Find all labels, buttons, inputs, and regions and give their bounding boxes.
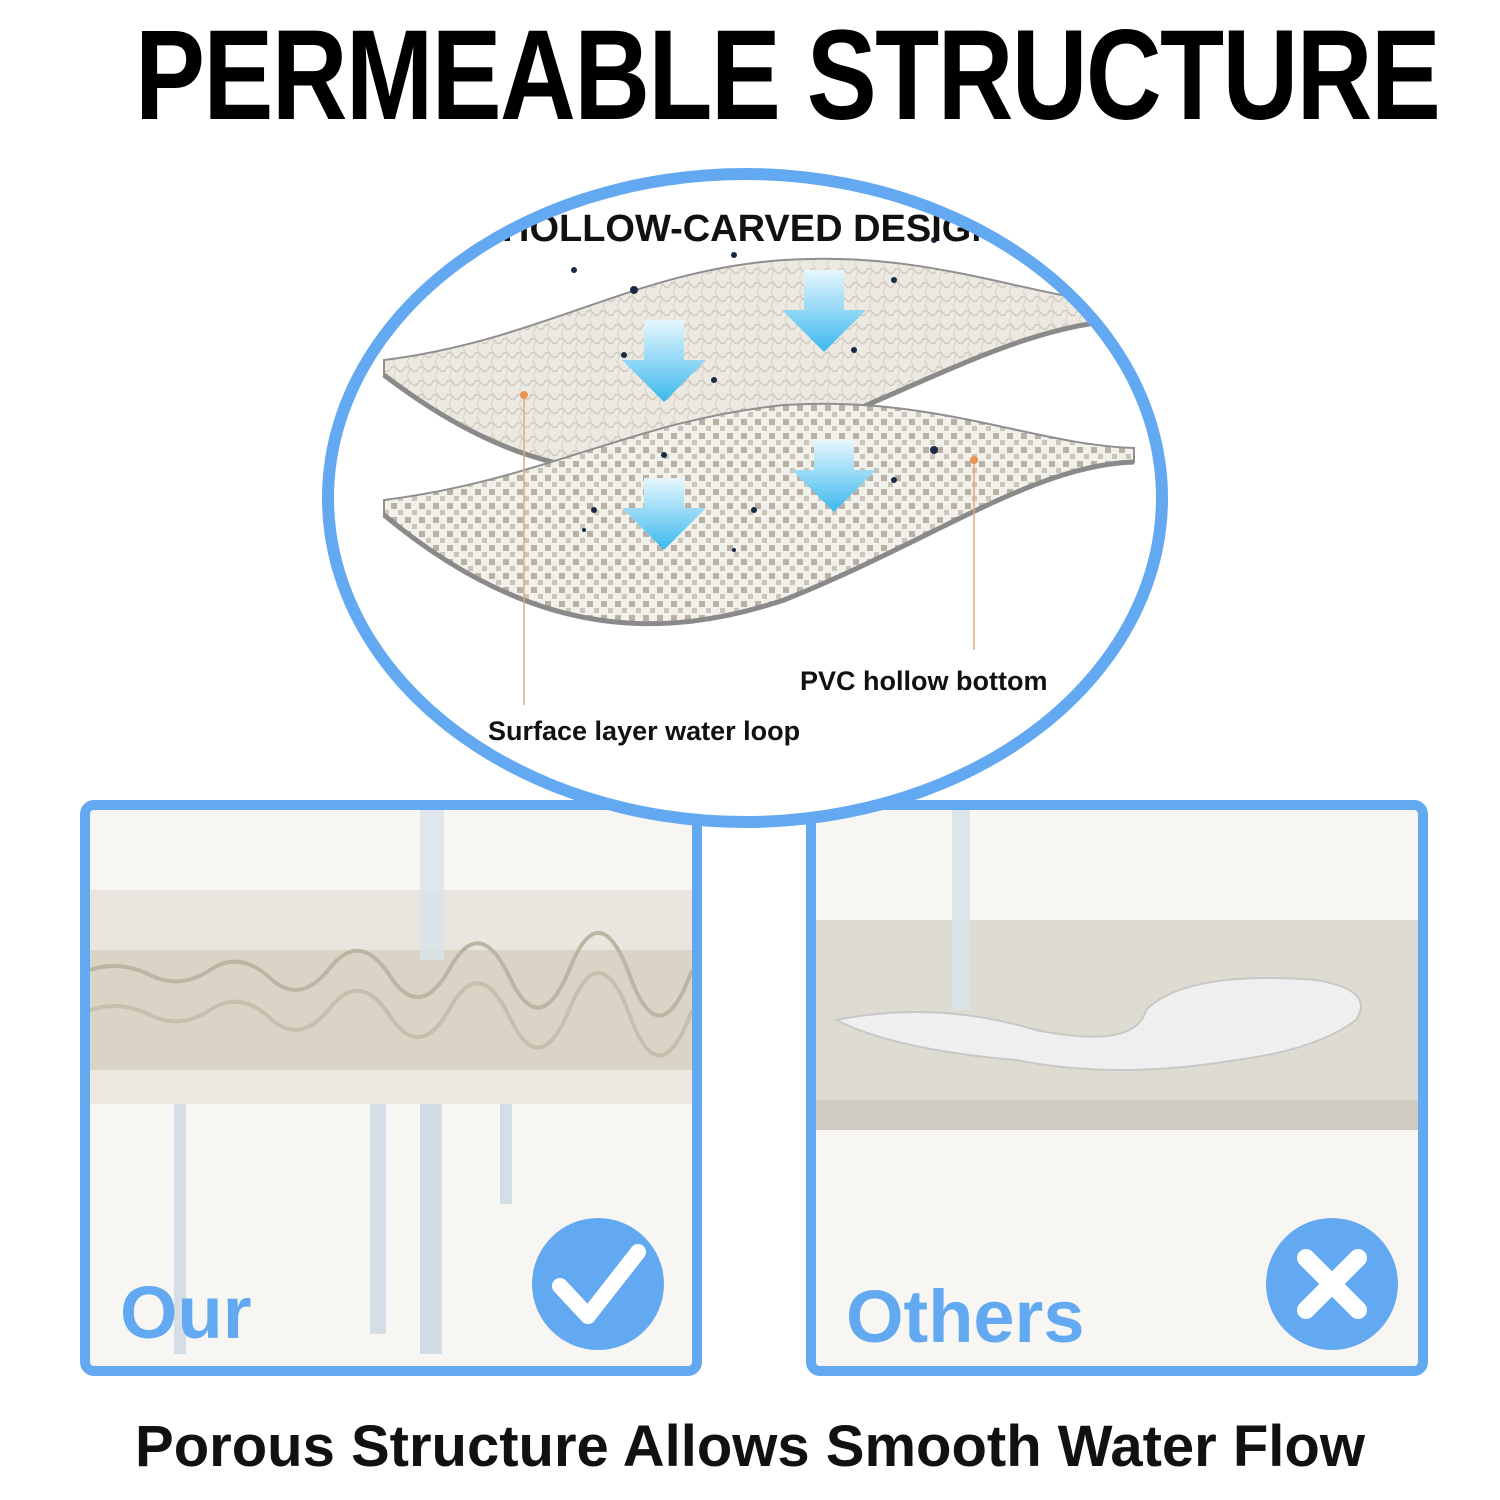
checkmark-icon (532, 1218, 664, 1350)
cross-icon (1266, 1218, 1398, 1350)
our-product-panel: Our (80, 800, 702, 1376)
others-product-panel: Others (806, 800, 1428, 1376)
structure-diagram: HOLLOW-CARVED DESIGN PVC hollow bottom S… (322, 168, 1168, 828)
surface-layer-label: Surface layer water loop (488, 716, 801, 746)
water-arrows (622, 270, 876, 550)
others-label: Others (846, 1275, 1085, 1358)
water-particles (571, 237, 938, 552)
layer-illustration (382, 237, 1135, 705)
page-title: PERMEABLE STRUCTURE (135, 4, 1441, 147)
our-label: Our (120, 1271, 252, 1354)
footer-caption: Porous Structure Allows Smooth Water Flo… (135, 1414, 1365, 1479)
pvc-bottom-label: PVC hollow bottom (800, 666, 1048, 696)
diagram-heading: HOLLOW-CARVED DESIGN (502, 208, 999, 250)
